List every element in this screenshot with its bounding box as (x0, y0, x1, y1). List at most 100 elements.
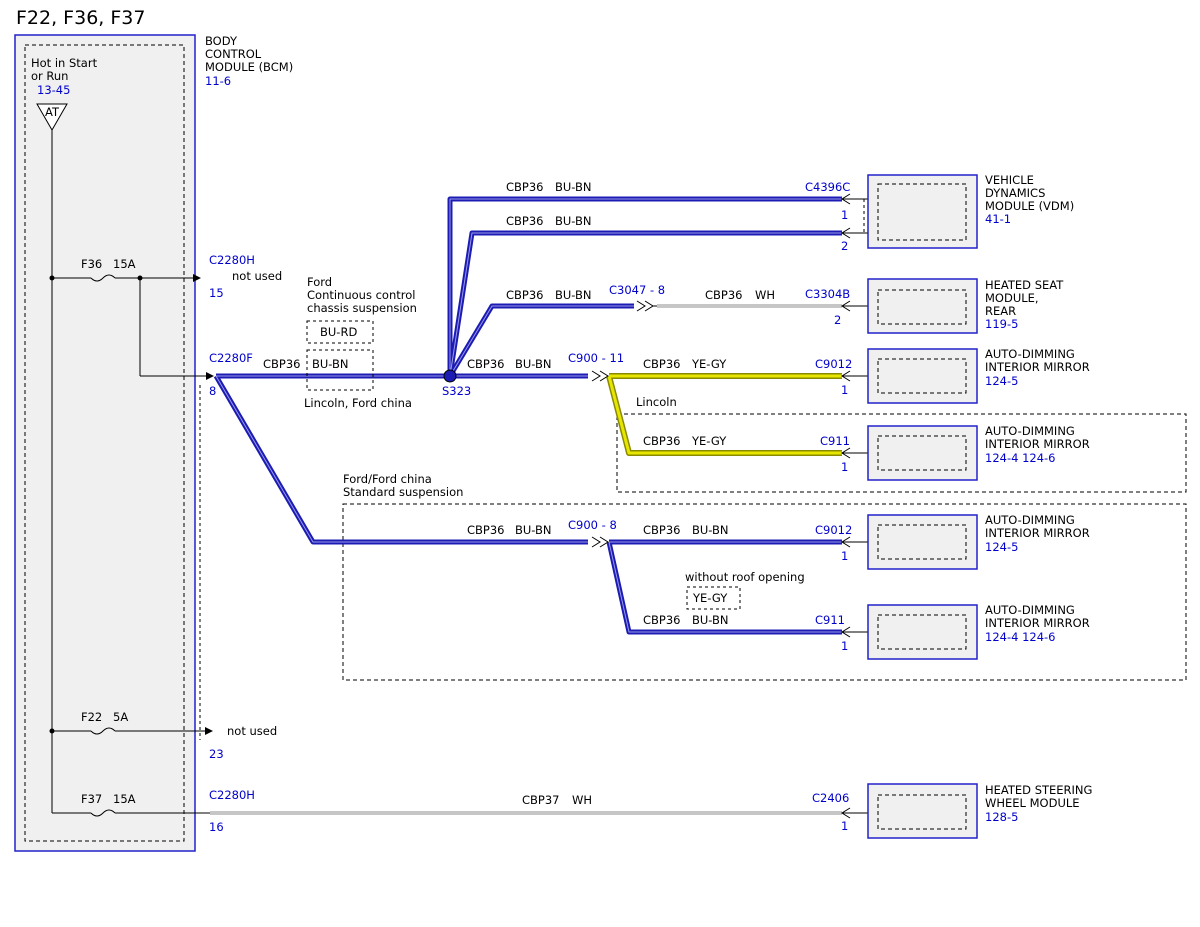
bcm-name-3: MODULE (BCM) (205, 60, 293, 74)
standard-suspension-region (342, 503, 1187, 681)
module-vdm[interactable]: C4396C 1 2 VEHICLE DYNAMICS MODULE (VDM)… (805, 173, 1074, 253)
fuse-f22-rating: 5A (113, 710, 128, 724)
suspension-main-box (306, 349, 374, 391)
standard-suspension-line1: Ford/Ford china (343, 472, 432, 486)
heated-seat-ref[interactable]: 119-5 (985, 317, 1018, 331)
mirror2-ref[interactable]: 124-4 124-6 (985, 451, 1056, 465)
fuse-f37-icon (90, 809, 116, 817)
mirror1-connector[interactable]: C9012 (815, 357, 852, 371)
wire-mirror2-color: YE-GY (691, 434, 727, 448)
mirror4-connector[interactable]: C911 (815, 613, 845, 627)
fuse-f22-name: F22 (81, 710, 102, 724)
heated-seat-name-3: REAR (985, 304, 1016, 318)
suspension-alt-box (306, 320, 374, 344)
c2280h-top-note: not used (232, 269, 282, 283)
wire-bu-bn-group (213, 196, 842, 635)
fuse-f36-rating: 15A (113, 257, 136, 271)
mirror1-name-1: AUTO-DIMMING (985, 347, 1075, 361)
wire-c900-11-in-circuit: CBP36 (467, 357, 505, 371)
steering-name-1: HEATED STEERING (985, 783, 1092, 797)
bcm-outline (14, 34, 196, 852)
wire-vdm2-color: BU-BN (555, 214, 592, 228)
c2280h-bottom-pin: 16 (209, 820, 224, 834)
c2280h-top-connector[interactable]: C2280H (209, 253, 255, 267)
module-heated-seat[interactable]: C3304B 2 HEATED SEAT MODULE, REAR 119-5 (805, 278, 1064, 334)
vdm-pin-2: 2 (841, 239, 848, 253)
diagram-title: F22, F36, F37 (16, 7, 145, 29)
heated-seat-name-1: HEATED SEAT (985, 278, 1064, 292)
mirror2-connector[interactable]: C911 (820, 434, 850, 448)
wire-ye-gy-group (606, 373, 842, 456)
mirror3-pin: 1 (841, 549, 848, 563)
wire-hs2-circuit: CBP36 (705, 288, 743, 302)
heated-seat-pin: 2 (834, 313, 841, 327)
roof-label: without roof opening (685, 570, 805, 584)
vdm-name-2: DYNAMICS (985, 186, 1045, 200)
mirror3-connector[interactable]: C9012 (815, 523, 852, 537)
mirror1-name-2: INTERIOR MIRROR (985, 360, 1090, 374)
fuse-f37-name: F37 (81, 792, 102, 806)
wire-mirror1-circuit: CBP36 (643, 357, 681, 371)
roof-color: YE-GY (692, 591, 728, 605)
bcm-block: BODY CONTROL MODULE (BCM) 11-6 Hot in St… (14, 34, 293, 852)
wire-hs2-color: WH (755, 288, 775, 302)
module-mirror-3[interactable]: C9012 1 AUTO-DIMMING INTERIOR MIRROR 124… (815, 513, 1090, 570)
heated-seat-connector[interactable]: C3304B (805, 287, 850, 301)
mirror4-ref[interactable]: 124-4 124-6 (985, 630, 1056, 644)
wire-mirror1-color: YE-GY (691, 357, 727, 371)
c900-8-label[interactable]: C900 - 8 (568, 518, 617, 532)
splice-s323[interactable] (443, 369, 457, 383)
c2280f-connector[interactable]: C2280F (209, 351, 253, 365)
fuse-f22-icon (90, 727, 116, 735)
wire-mirror4-color: BU-BN (692, 613, 729, 627)
suspension-main-color: BU-BN (312, 357, 349, 371)
mirror3-ref[interactable]: 124-5 (985, 540, 1018, 554)
mirror1-ref[interactable]: 124-5 (985, 374, 1018, 388)
hot-ref[interactable]: 13-45 (37, 83, 70, 97)
mirror3-name-1: AUTO-DIMMING (985, 513, 1075, 527)
bcm-ref[interactable]: 11-6 (205, 74, 231, 88)
heated-seat-name-2: MODULE, (985, 291, 1039, 305)
module-mirror-2[interactable]: C911 1 AUTO-DIMMING INTERIOR MIRROR 124-… (820, 424, 1090, 481)
suspension-ford-line1: Ford (307, 275, 332, 289)
mirror4-pin: 1 (841, 639, 848, 653)
wire-mirror3-circuit: CBP36 (643, 523, 681, 537)
module-heated-steering[interactable]: C2406 1 HEATED STEERING WHEEL MODULE 128… (812, 783, 1092, 839)
at-triangle-icon (36, 103, 68, 132)
wire-wh-group (210, 304, 842, 815)
steering-connector[interactable]: C2406 (812, 791, 849, 805)
mirror4-name-2: INTERIOR MIRROR (985, 616, 1090, 630)
module-mirror-1[interactable]: C9012 1 AUTO-DIMMING INTERIOR MIRROR 124… (815, 347, 1090, 404)
steering-ref[interactable]: 128-5 (985, 810, 1018, 824)
pin23-pin: 23 (209, 747, 224, 761)
c2280h-top-pin: 15 (209, 286, 224, 300)
wire-c900-8-in-circuit: CBP36 (467, 523, 505, 537)
suspension-variant: Lincoln, Ford china (304, 396, 412, 410)
splice-label: S323 (442, 384, 471, 398)
vdm-connector[interactable]: C4396C (805, 180, 850, 194)
c900-11-label[interactable]: C900 - 11 (568, 351, 624, 365)
wire-steer-circuit: CBP37 (522, 793, 560, 807)
wire-vdm2-circuit: CBP36 (506, 214, 544, 228)
wire-mirror4-circuit: CBP36 (643, 613, 681, 627)
c2280h-bottom-connector[interactable]: C2280H (209, 788, 255, 802)
fuse-f37-rating: 15A (113, 792, 136, 806)
mirror2-name-2: INTERIOR MIRROR (985, 437, 1090, 451)
vdm-ref[interactable]: 41-1 (985, 212, 1011, 226)
wire-vdm1-circuit: CBP36 (506, 180, 544, 194)
wire-labels: CBP36 CBP36 BU-BN CBP36 BU-BN CBP36 BU-B… (263, 180, 775, 807)
c3047-label[interactable]: C3047 - 8 (609, 283, 665, 297)
module-mirror-4[interactable]: C911 1 AUTO-DIMMING INTERIOR MIRROR 124-… (815, 603, 1090, 660)
wire-vdm1-color: BU-BN (555, 180, 592, 194)
suspension-ford-line3: chassis suspension (307, 301, 417, 315)
steering-name-2: WHEEL MODULE (985, 796, 1080, 810)
lincoln-label: Lincoln (636, 395, 677, 409)
suspension-ford-line2: Continuous control (307, 288, 415, 302)
bcm-name-2: CONTROL (205, 47, 262, 61)
pin23-note: not used (227, 724, 277, 738)
inline-connector-symbols (591, 300, 657, 548)
hot-label-2: or Run (31, 69, 68, 83)
bcm-name-1: BODY (205, 34, 238, 48)
standard-suspension-line2: Standard suspension (343, 485, 463, 499)
